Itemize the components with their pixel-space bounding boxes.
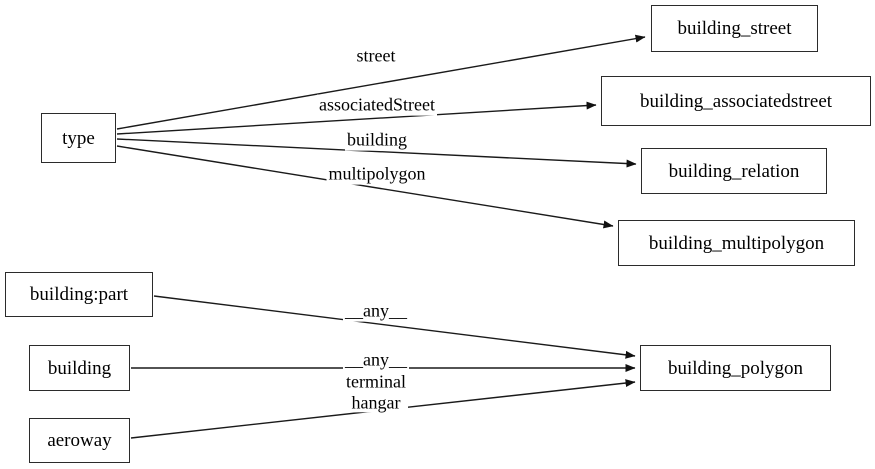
- edge-label-line-hangar: hangar: [351, 392, 401, 412]
- edge-label-any-part: __any__: [343, 300, 409, 322]
- node-type[interactable]: type: [41, 113, 116, 163]
- edge-e1: [116, 34, 646, 130]
- node-building-multipolygon[interactable]: building_multipolygon: [618, 220, 855, 266]
- edge-label-any-building: __any__: [343, 349, 409, 371]
- edge-e3: [116, 138, 637, 168]
- node-label: type: [62, 127, 95, 149]
- edge-e2: [116, 101, 597, 135]
- edge-label-associatedstreet: associatedStreet: [317, 94, 437, 116]
- node-building-associatedstreet[interactable]: building_associatedstreet: [601, 76, 871, 126]
- node-building[interactable]: building: [29, 345, 130, 391]
- edge-label-building: building: [344, 129, 410, 151]
- node-building-part[interactable]: building:part: [5, 272, 153, 317]
- edge-label-multipolygon: multipolygon: [326, 163, 428, 185]
- node-label: building_relation: [668, 160, 800, 182]
- node-label: building:part: [29, 284, 129, 305]
- node-aeroway[interactable]: aeroway: [29, 418, 130, 463]
- edge-e5: [153, 295, 636, 359]
- node-label: aeroway: [47, 430, 112, 451]
- node-building-polygon[interactable]: building_polygon: [640, 345, 831, 391]
- node-building-relation[interactable]: building_relation: [641, 148, 827, 194]
- edge-label-terminal-hangar: terminal hangar: [344, 371, 408, 413]
- node-label: building: [47, 357, 112, 379]
- edge-e4: [116, 145, 614, 229]
- node-label: building_multipolygon: [648, 232, 825, 254]
- node-label: building_associatedstreet: [639, 90, 833, 112]
- node-label: building_polygon: [667, 357, 804, 379]
- edge-label-line-terminal: terminal: [346, 371, 406, 392]
- node-building-street[interactable]: building_street: [651, 5, 818, 52]
- node-label: building_street: [677, 18, 792, 39]
- edge-label-street: street: [354, 45, 398, 67]
